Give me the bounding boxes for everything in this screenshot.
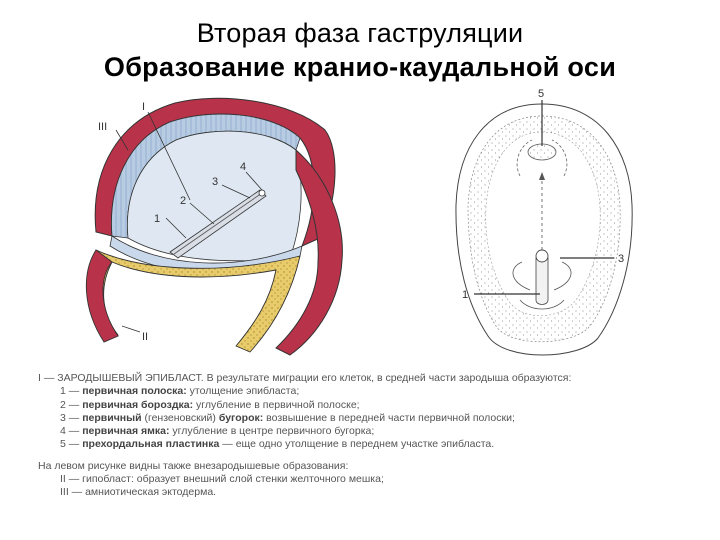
legend-extra-item-III: III — амниотическая эктодерма. — [60, 486, 217, 499]
legend-item-prefix: 2 — — [60, 398, 83, 411]
label-2-left: 2 — [180, 195, 186, 207]
legend-item-prefix: 4 — — [60, 425, 83, 438]
label-III: III — [98, 121, 107, 133]
legend-item-mid: (гензеновский) — [141, 411, 219, 424]
label-1-left: 1 — [154, 213, 160, 225]
hensen-node — [535, 249, 549, 263]
legend-intro: I — ЗАРОДЫШЕВЫЙ ЭПИБЛАСТ. В результате м… — [38, 372, 698, 385]
prechordal-plate — [527, 143, 557, 161]
legend-item-term: первичный — [82, 411, 142, 424]
legend-item-term: прехордальная пластинка — [82, 438, 220, 451]
legend-extra-item-II: II — гипобласт: образует внешний слой ст… — [60, 473, 384, 486]
legend-intro-tail: В результате миграции его клеток, в сред… — [203, 372, 572, 384]
label-3-right: 3 — [618, 253, 624, 265]
legend-item-term: бугорок: — [218, 411, 264, 424]
legend-item-2: 2 — первичная бороздка: углубление в пер… — [38, 399, 698, 412]
label-5-right: 5 — [538, 88, 544, 100]
label-3-left: 3 — [212, 176, 218, 188]
legend-extra-head: На левом рисунке видны также внезародыше… — [38, 459, 349, 472]
legend-item-term: первичная полоска: — [82, 385, 187, 398]
legend-item-1: 1 — первичная полоска: утолщение эпиблас… — [38, 385, 698, 398]
legend-item-4: 4 — первичная ямка: углубление в центре … — [38, 425, 698, 438]
label-I: I — [142, 101, 145, 113]
right-embryo-diagram: 5 3 1 — [455, 88, 633, 356]
left-embryo-diagram: I III 1 2 3 4 II — [85, 97, 343, 356]
slide-title: Вторая фаза гаструляции — [196, 18, 524, 48]
legend-item-term: первичная ямка: — [82, 425, 170, 438]
label-4-left: 4 — [240, 161, 246, 173]
legend-item-5: 5 — прехордальная пластинка — еще одно у… — [38, 438, 698, 451]
legend-item-desc: утолщение эпибласта; — [186, 385, 300, 398]
legend-item-3: 3 — первичный (гензеновский) бугорок: во… — [38, 412, 698, 425]
slide-subtitle: Образование кранио-каудальной оси — [103, 52, 617, 82]
legend-item-desc: возвышение в передней части первичной по… — [263, 411, 515, 424]
legend-item-term: первичная бороздка: — [82, 398, 194, 411]
legend-item-prefix: 1 — — [60, 385, 83, 398]
central-area — [485, 131, 601, 317]
legend-item-prefix: 5 — — [60, 438, 83, 451]
primitive-streak-right — [535, 257, 549, 305]
legend-text: I — ЗАРОДЫШЕВЫЙ ЭПИБЛАСТ. В результате м… — [38, 372, 698, 500]
label-II: II — [142, 331, 148, 343]
yolk-sac-wall-left — [85, 249, 119, 343]
legend-item-prefix: 3 — — [60, 411, 83, 424]
legend-item-desc: углубление в первичной полоске; — [193, 398, 360, 411]
legend-intro-head: I — ЗАРОДЫШЕВЫЙ ЭПИБЛАСТ. — [38, 372, 204, 384]
yolk-sac-wall-right — [275, 148, 343, 356]
label-1-right: 1 — [462, 289, 468, 301]
legend-item-desc: углубление в центре первичного бугорка; — [169, 425, 375, 438]
figures: I III 1 2 3 4 II 5 3 1 — [85, 88, 633, 356]
legend-item-desc: — еще одно утолщение в переднем участке … — [219, 438, 495, 451]
